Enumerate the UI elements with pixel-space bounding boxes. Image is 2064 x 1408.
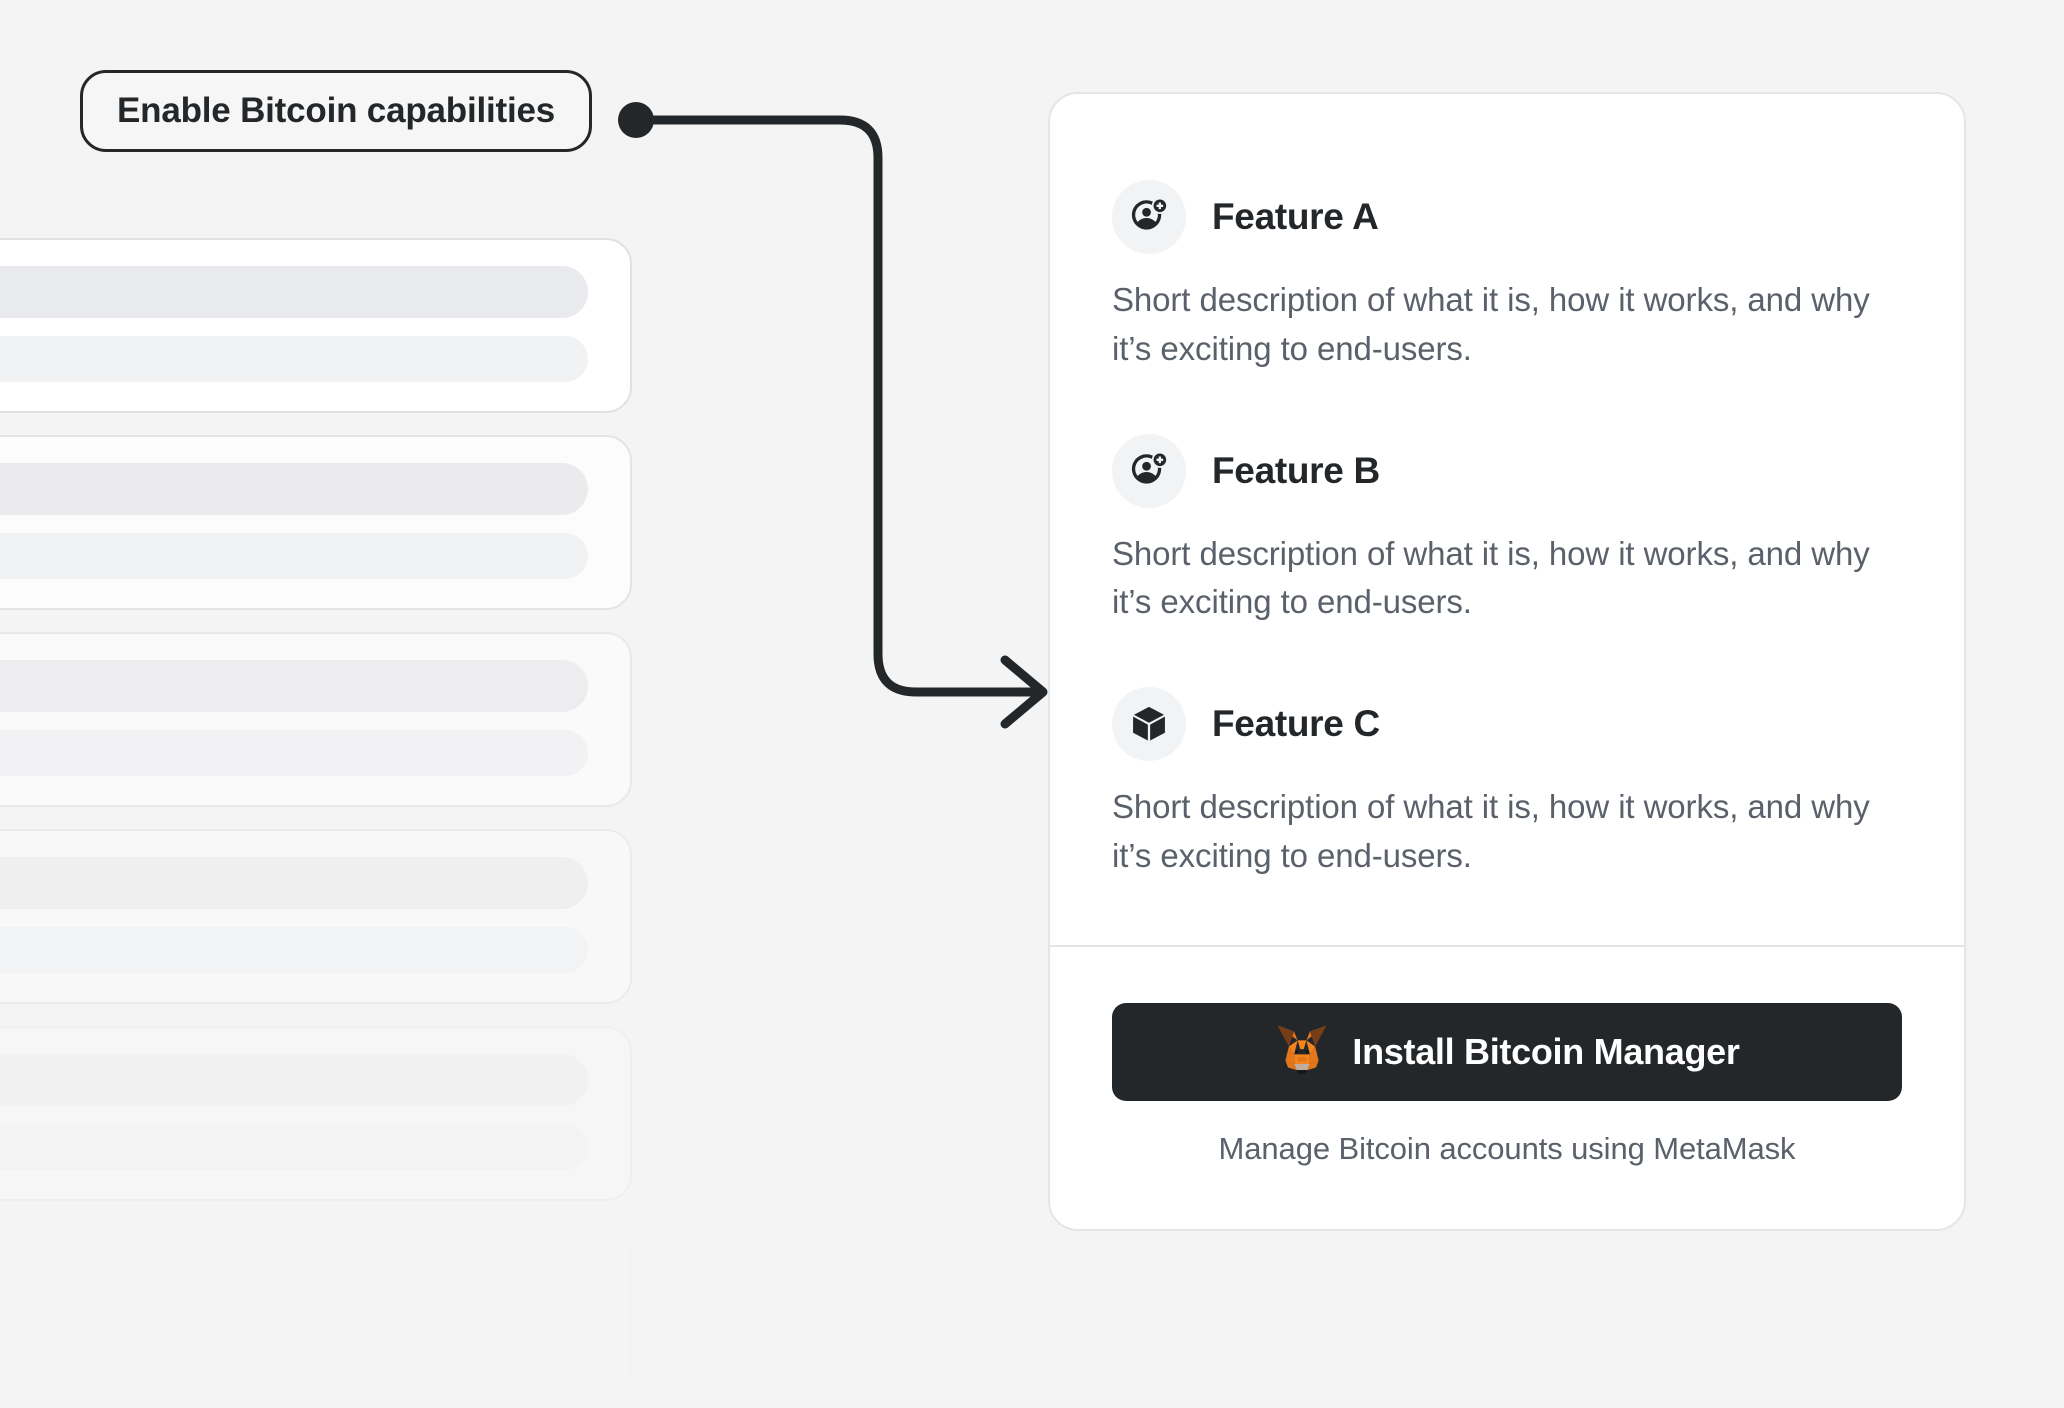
skeleton-bar [0,857,588,909]
feature-title: Feature B [1212,449,1380,491]
metamask-fox-icon [1274,1022,1330,1081]
features-section: Feature A Short description of what it is… [1050,94,1964,945]
skeleton-bar [0,1124,588,1170]
feature-heading: Feature B [1112,433,1902,508]
cube-icon [1112,687,1186,762]
add-person-icon [1112,433,1186,508]
skeleton-bar [0,1251,588,1303]
skeleton-list [0,238,632,1408]
cta-caption: Manage Bitcoin accounts using MetaMask [1218,1130,1796,1166]
feature-title: Feature A [1212,196,1379,237]
skeleton-bar [0,533,588,579]
skeleton-bar [0,463,588,515]
skeleton-card [0,1223,632,1398]
skeleton-bar [0,730,588,776]
feature-item: Feature B Short description of what it is… [1112,433,1902,628]
connector-path [631,115,1045,697]
feature-heading: Feature C [1112,687,1902,762]
feature-item: Feature A Short description of what it is… [1112,180,1902,374]
cta-section: Install Bitcoin Manager Manage Bitcoin a… [1050,947,1964,1229]
feature-card: Feature A Short description of what it is… [1048,92,1966,1231]
skeleton-bar [0,660,588,712]
connector-dot-icon [618,102,654,138]
feature-heading: Feature A [1112,180,1902,254]
add-person-icon [1112,180,1186,254]
skeleton-bar [0,927,588,973]
skeleton-bar [0,336,588,382]
callout-label-text: Enable Bitcoin capabilities [117,91,556,130]
callout-label-pill[interactable]: Enable Bitcoin capabilities [80,70,593,152]
feature-item: Feature C Short description of what it is… [1112,687,1902,881]
skeleton-card [0,435,632,610]
skeleton-card [0,238,632,413]
skeleton-bar [0,266,588,318]
card-divider [1050,944,1964,947]
feature-description: Short description of what it is, how it … [1112,534,1870,621]
feature-description: Short description of what it is, how it … [1112,281,1870,367]
skeleton-card [0,632,632,807]
skeleton-bar [0,1321,588,1367]
skeleton-card [0,829,632,1004]
arrowhead-icon [1000,655,1048,729]
install-bitcoin-manager-button[interactable]: Install Bitcoin Manager [1112,1002,1902,1101]
skeleton-card [0,1026,632,1201]
install-button-label: Install Bitcoin Manager [1352,1030,1740,1072]
skeleton-bar [0,1054,588,1106]
feature-title: Feature C [1212,703,1380,745]
feature-description: Short description of what it is, how it … [1112,788,1870,875]
